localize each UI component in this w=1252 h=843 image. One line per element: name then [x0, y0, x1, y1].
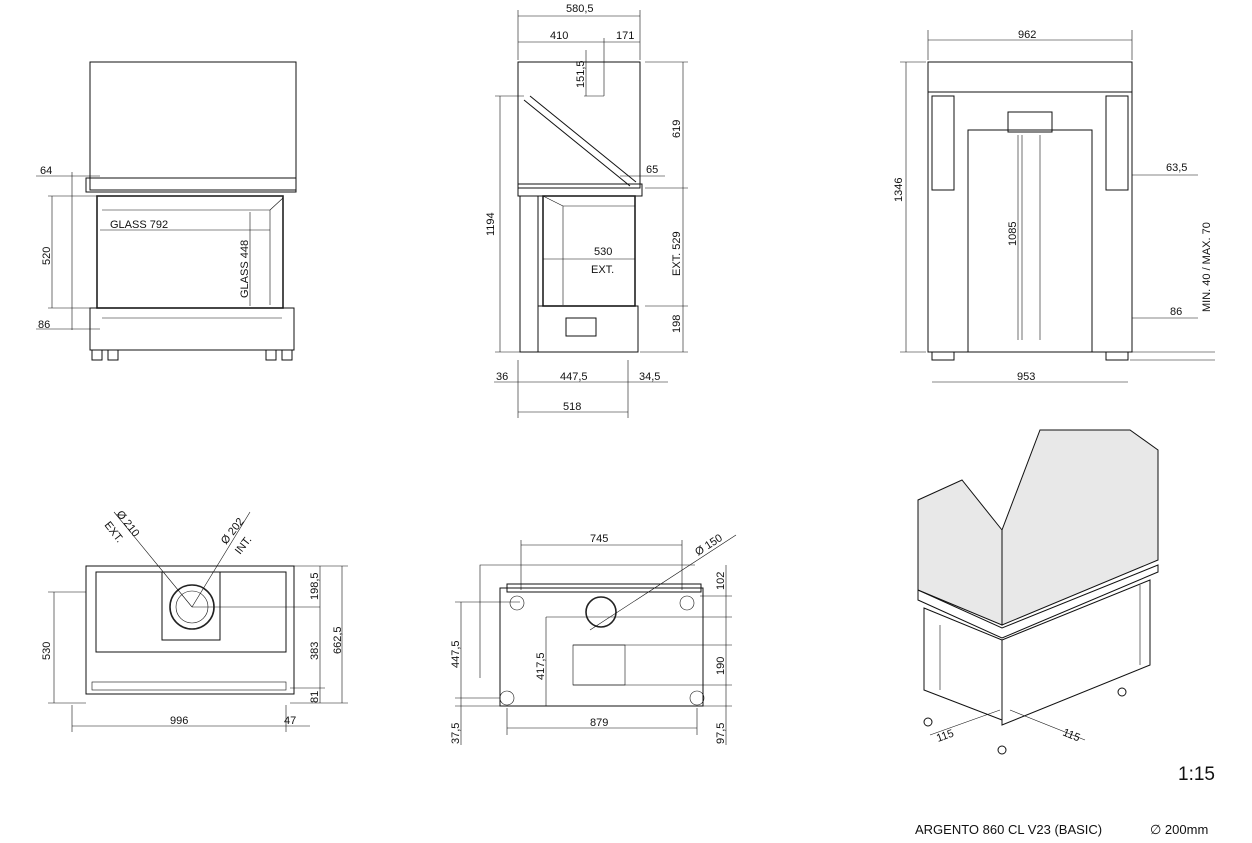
dim-115-right: 115 — [1061, 727, 1082, 745]
dim-447-5: 447,5 — [450, 640, 462, 668]
dim-115-left: 115 — [935, 728, 956, 745]
dim-619: 619 — [671, 120, 683, 138]
dim-1085: 1085 — [1007, 222, 1019, 246]
min-max-label: MIN. 40 / MAX. 70 — [1201, 222, 1213, 312]
flue-diameter: ∅ 200mm — [1150, 822, 1208, 837]
dim-171: 171 — [616, 30, 634, 42]
dim-64: 64 — [40, 165, 52, 177]
dim-383: 383 — [309, 642, 321, 660]
dim-518: 518 — [563, 401, 581, 413]
dim-1346: 1346 — [893, 178, 905, 202]
dim-97-5: 97,5 — [715, 723, 727, 744]
dim-63-5: 63,5 — [1166, 162, 1187, 174]
dim-86: 86 — [1170, 306, 1182, 318]
dim-447-5: 447,5 — [560, 371, 588, 383]
glass-width-label: GLASS 792 — [110, 219, 168, 231]
drawing-title: ARGENTO 860 CL V23 (BASIC) — [915, 822, 1102, 837]
dim-417-5: 417,5 — [535, 652, 547, 680]
dim-47: 47 — [284, 715, 296, 727]
dim-662-5: 662,5 — [332, 626, 344, 654]
dim-34-5: 34,5 — [639, 371, 660, 383]
dim-745: 745 — [590, 533, 608, 545]
dim-962: 962 — [1018, 29, 1036, 41]
dim-198: 198 — [671, 315, 683, 333]
dim-530: 530 — [594, 246, 612, 258]
dim-879: 879 — [590, 717, 608, 729]
dim-36: 36 — [496, 371, 508, 383]
dim-996: 996 — [170, 715, 188, 727]
dim-37-5: 37,5 — [450, 723, 462, 744]
dim-190: 190 — [715, 657, 727, 675]
glass-height-label: GLASS 448 — [239, 240, 251, 298]
dim-151-5: 151,5 — [575, 60, 587, 88]
dim-1194: 1194 — [485, 212, 497, 236]
int-label: INT. — [233, 534, 255, 557]
dim-520: 520 — [41, 247, 53, 265]
dim-530: 530 — [41, 642, 53, 660]
ext-529: EXT. 529 — [671, 231, 683, 276]
dim-580-5: 580,5 — [566, 3, 594, 15]
isometric-view: 115 115 — [917, 429, 1159, 755]
dim-102: 102 — [715, 572, 727, 590]
dim-410: 410 — [550, 30, 568, 42]
bottom-view: 745 Ø 150 102 447,5 417,5 190 879 37,5 9… — [450, 532, 737, 745]
dim-65: 65 — [646, 164, 658, 176]
dim-81: 81 — [309, 691, 321, 703]
back-view: 962 1346 1085 63,5 MIN. 40 / MAX. 70 86 … — [893, 29, 1215, 383]
ext-label: EXT. — [591, 264, 614, 276]
scale-label: 1:15 — [1178, 764, 1215, 785]
front-view: 64 520 GLASS 792 GLASS 448 86 — [36, 61, 297, 361]
dim-953: 953 — [1017, 371, 1035, 383]
top-view: Ø 210 EXT. Ø 202 INT. 198,5 662,5 383 81… — [41, 508, 348, 732]
dim-198-5: 198,5 — [309, 572, 321, 600]
dim-86: 86 — [38, 319, 50, 331]
side-view: 580,5 410 171 151,5 619 65 1194 530 EXT.… — [485, 3, 688, 418]
